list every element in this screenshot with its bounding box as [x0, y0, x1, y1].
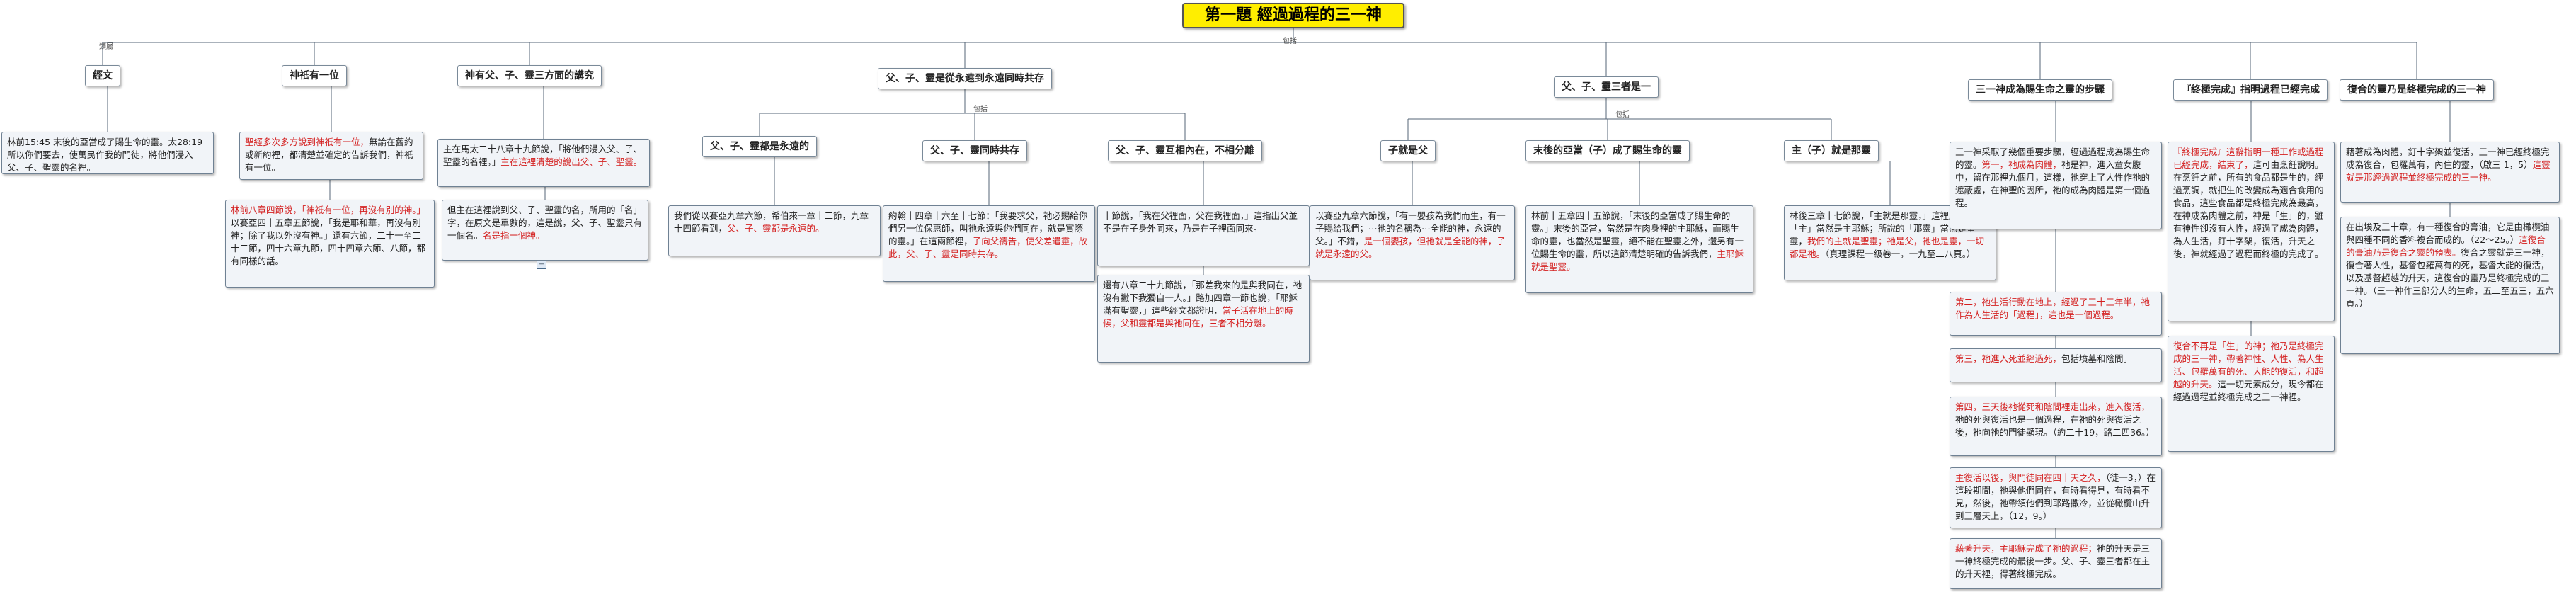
note-text-run: 藉著成為肉體，釘十字架並復活，三一神已經終極完成為復合，包羅萬有，內住的靈，（啟… — [2346, 147, 2550, 170]
note-text-run: 以賽亞九章六節說，「有一嬰孩為我們而生，有一子賜給我們；⋯祂的名稱為⋯全能的神，… — [1315, 210, 1506, 246]
note-text-run: 十節說，「我在父裡面，父在我裡面，」這指出父並不是在子身外同來，乃是在子裡面同來… — [1103, 210, 1298, 234]
note-text-run: 約翰十四章十六至十七節：「我要求父，祂必賜給你們另一位保惠師，叫祂永遠與你們同在… — [888, 210, 1088, 246]
subtopic-lord-is-spirit[interactable]: 主（子）就是那靈 — [1784, 140, 1879, 161]
summary-label-coexist: 包括 — [973, 106, 988, 113]
note-text-run: （徒一3，）在這段期間，祂與他們同在，有時看得見，有時看不見，然後，祂帶領他們到… — [1955, 472, 2156, 521]
note-step-5: 主復活以後，與門徒同在四十天之久，（徒一3，）在這段期間，祂與他們同在，有時看得… — [1950, 467, 2162, 528]
subtopic-coinhere[interactable]: 父、子、靈互相內在，不相分離 — [1108, 140, 1262, 161]
note-text-run: 主耶穌就是聖靈。 — [1531, 249, 1744, 272]
root-topic[interactable]: 第一題 經過過程的三一神 — [1182, 3, 1404, 28]
note-coinhere-2: 還有八章二十九節說，「那差我來的是與我同在，祂沒有撇下我獨自一人。」路加四章一節… — [1097, 275, 1310, 363]
note-compound-2: 在出埃及三十章，有一種復合的膏油，它是由橄欖油與四種不同的香料複合而成的。（22… — [2340, 217, 2560, 354]
note-text-run: 我們的主就是聖靈；祂是父，祂也是靈，一切都是祂。 — [1790, 236, 1985, 259]
note-compound-1: 藉著成為肉體，釘十字架並復活，三一神已經終極完成為復合，包羅萬有，內住的靈，（啟… — [2340, 142, 2560, 203]
note-text-run: 三一神采取了幾個重要步驟，經過過程成為賜生命的靈。 — [1955, 147, 2151, 170]
topic-coexist[interactable]: 父、子、靈是從永遠到永遠同時共存 — [878, 68, 1052, 89]
note-text-run: 這一切元素成分，現今都在經過過程並終極完成之三一神裡。 — [2173, 379, 2324, 402]
note-text-run: 以賽亞四十五章五節說，「我是耶和華，再沒有別神；除了我以外沒有神。」還有六節，二… — [231, 217, 426, 266]
note-text-run: 聖經多次多方說到神祇有一位， — [245, 137, 370, 147]
note-text-run: 這靈就是那經過過程並終極完成的三一神。 — [2346, 159, 2551, 183]
note-text-run: 復合不再是「生」的神；祂乃是終極完成的三一神，帶著神性、人性、為人生活、包羅萬有… — [2173, 341, 2324, 389]
note-coexist: 約翰十四章十六至十七節：「我要求父，祂必賜給你們另一位保惠師，叫祂永遠與你們同在… — [883, 205, 1095, 282]
note-text-run: 第一，祂成為肉體， — [1981, 159, 2062, 170]
note-text-run: 『終極完成』這辭指明一種工作或過程已經完成，結束了， — [2173, 147, 2324, 170]
note-consummated-1: 『終極完成』這辭指明一種工作或過程已經完成，結束了，這可由烹飪說明。在烹飪之前，… — [2168, 142, 2335, 321]
note-text-run: 主在馬太二十八章十九節說，「將他們浸入父、子、聖靈的名裡，」 — [443, 144, 643, 167]
note-eternal: 我們從以賽亞九章六節，希伯來一章十二節，九章十四節看到，父、子、靈都是永遠的。 — [668, 205, 881, 256]
note-step-3: 第三，祂進入死並經過死，包括墳墓和陰間。 — [1950, 348, 2162, 382]
note-text-run: 主在這裡清楚的說出父、子、聖靈。 — [500, 156, 643, 167]
note-text-run: 主復活以後，與門徒同在四十天之久， — [1955, 472, 2106, 483]
note-one-god-2: 林前八章四節說，「神祇有一位，再沒有別的神。」以賽亞四十五章五節說，「我是耶和華… — [225, 200, 435, 288]
note-three-aspects-2: 但主在這裡說到父、子、聖靈的名，所用的「名」字，在原文是單數的，這是說，父、子、… — [442, 200, 648, 261]
note-text-run: 復合之靈就是三一神，復合著人性，基督包羅萬有的死，基督大能的復活，以及基督超越的… — [2346, 247, 2554, 309]
note-text-run: 但主在這裡說到父、子、聖靈的名，所用的「名」字，在原文是單數的，這是說，父、子、… — [447, 205, 643, 241]
note-text-run: 無論在舊約或新約裡，都清楚並確定的告訴我們，神祇有一位。 — [245, 137, 413, 173]
note-text-run: 林前十五章四十五節說，「末後的亞當成了賜生命的靈。」末後的亞當，當然是在肉身裡的… — [1531, 210, 1744, 259]
note-text-run: 第三，祂進入死並經過死， — [1955, 353, 2062, 364]
note-text-run: 第四，三天後祂從死和陰間裡走出來，進入復活， — [1955, 402, 2151, 412]
note-text-run: 祂是神，進入童女腹中，留在那裡九個月，這樣，祂穿上了人性作祂的遮蔽處，在神聖的因… — [1955, 159, 2151, 208]
summary-label-one: 包括 — [1615, 111, 1630, 119]
note-text-run: 祂的升天是三一神終極完成的最後一步。父、子、靈三者都在主的升天裡，得著終極完成。 — [1955, 543, 2151, 579]
note-text-run: 藉著升天，主耶穌完成了祂的過程； — [1955, 543, 2097, 554]
note-text-run: 這復合的膏油乃是復合之靈的預表。 — [2346, 234, 2546, 258]
note-consummated-2: 復合不再是「生」的神；祂乃是終極完成的三一神，帶著神性、人性、為人生活、包羅萬有… — [2168, 336, 2335, 452]
note-son-is-father: 以賽亞九章六節說，「有一嬰孩為我們而生，有一子賜給我們；⋯祂的名稱為⋯全能的神，… — [1310, 205, 1515, 280]
note-text-run: 名是指一個神。 — [483, 230, 545, 241]
note-text-run: 林前八章四節說，「神祇有一位，再沒有別的神。」 — [231, 205, 426, 215]
note-text-run: 子向父禱告，使父差遣靈，故此，父、子、靈是同時共存。 — [888, 236, 1088, 259]
genre-label: 類屬 — [99, 43, 113, 51]
note-marker-icon[interactable]: 一 — [537, 261, 546, 269]
subtopic-eternal[interactable]: 父、子、靈都是永遠的 — [702, 136, 817, 157]
topic-scripture[interactable]: 經文 — [85, 65, 120, 86]
note-step-1: 三一神采取了幾個重要步驟，經過過程成為賜生命的靈。第一，祂成為肉體，祂是神，進入… — [1950, 142, 2162, 229]
subtopic-coexist[interactable]: 父、子、靈同時共存 — [922, 140, 1027, 161]
note-coinhere-1: 十節說，「我在父裡面，父在我裡面，」這指出父並不是在子身外同來，乃是在子裡面同來… — [1097, 205, 1310, 266]
note-text-run: 第二，祂生活行動在地上，經過了三十三年半，祂作為人生活的「過程」，這也是一個過程… — [1955, 297, 2151, 320]
note-three-aspects-1: 主在馬太二十八章十九節說，「將他們浸入父、子、聖靈的名裡，」主在這裡清楚的說出父… — [437, 139, 650, 187]
topic-one-god[interactable]: 神祇有一位 — [282, 65, 347, 86]
note-step-6: 藉著升天，主耶穌完成了祂的過程；祂的升天是三一神終極完成的最後一步。父、子、靈三… — [1950, 538, 2162, 589]
topic-three-are-one[interactable]: 父、子、靈三者是一 — [1554, 76, 1659, 98]
note-text-run: 父、子、靈都是永遠的。 — [727, 223, 825, 234]
note-text-run: （真理課程一級卷一，一九至二八頁。） — [1825, 249, 1976, 259]
note-text-run: 這可由烹飪說明。在烹飪之前，所有的食品都是生的，經過烹調，就把生的改變成為適合食… — [2173, 159, 2324, 259]
topic-consummated[interactable]: 『終極完成』指明過程已經完成 — [2173, 79, 2328, 101]
note-text-run: 林前15:45 末後的亞當成了賜生命的靈。太28:19 所以你們要去，使萬民作我… — [7, 137, 203, 173]
note-text-run: 我們從以賽亞九章六節，希伯來一章十二節，九章十四節看到， — [674, 210, 869, 234]
note-text-run: 包括墳墓和陰間。 — [2061, 353, 2133, 364]
topic-steps[interactable]: 三一神成為賜生命之靈的步驟 — [1968, 79, 2112, 101]
summary-label-root: 包括 — [1283, 38, 1297, 45]
subtopic-son-is-father[interactable]: 子就是父 — [1380, 140, 1436, 161]
note-text-run: 在出埃及三十章，有一種復合的膏油，它是由橄欖油與四種不同的香料複合而成的。（22… — [2346, 222, 2550, 245]
note-text-run: 還有八章二十九節說，「那差我來的是與我同在，祂沒有撇下我獨自一人。」路加四章一節… — [1103, 280, 1303, 316]
note-scripture: 林前15:45 末後的亞當成了賜生命的靈。太28:19 所以你們要去，使萬民作我… — [1, 132, 214, 174]
note-step-2: 第二，祂生活行動在地上，經過了三十三年半，祂作為人生活的「過程」，這也是一個過程… — [1950, 292, 2162, 336]
subtopic-last-adam[interactable]: 末後的亞當（子）成了賜生命的靈 — [1525, 140, 1690, 161]
note-text-run: 林後三章十七節說，「主就是那靈，」這裡所說的「主」當然是主耶穌；所說的「那靈」當… — [1790, 210, 1976, 246]
topic-three-aspects[interactable]: 神有父、子、靈三方面的講究 — [457, 65, 602, 86]
note-text-run: 當子活在地上的時候，父和靈都是與祂同在，三者不相分離。 — [1103, 305, 1293, 329]
note-one-god-1: 聖經多次多方說到神祇有一位，無論在舊約或新約裡，都清楚並確定的告訴我們，神祇有一… — [239, 132, 423, 180]
note-text-run: 是一個嬰孩，但祂就是全能的神，子就是永遠的父。 — [1315, 236, 1506, 259]
note-last-adam: 林前十五章四十五節說，「末後的亞當成了賜生命的靈。」末後的亞當，當然是在肉身裡的… — [1525, 205, 1753, 293]
topic-compound-spirit[interactable]: 復合的靈乃是終極完成的三一神 — [2340, 79, 2494, 101]
note-step-4: 第四，三天後祂從死和陰間裡走出來，進入復活， 祂的死與復活也是一個過程，在祂的死與… — [1950, 397, 2162, 456]
note-text-run: 祂的死與復活也是一個過程，在祂的死與復活之後，祂向祂的門徒顯現。（約二十19，路… — [1955, 414, 2155, 438]
